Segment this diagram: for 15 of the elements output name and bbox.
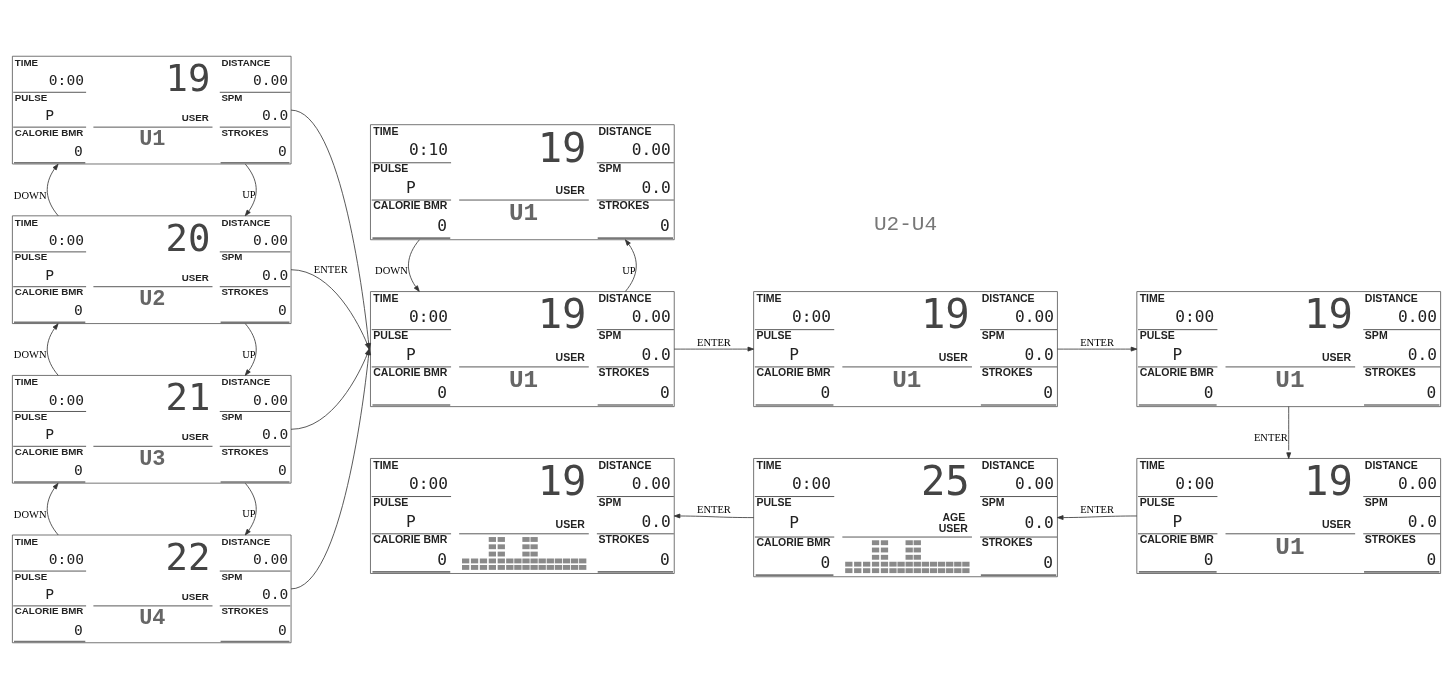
edge-label: UP (242, 188, 256, 200)
edge-label: UP (622, 264, 636, 276)
edge-label: ENTER (697, 503, 731, 515)
edge-label: ENTER (697, 336, 731, 348)
edge-label: UP (242, 507, 256, 519)
edge-label: ENTER (313, 263, 348, 275)
edge-label: ENTER (1080, 503, 1115, 515)
edge-label: ENTER (1253, 431, 1288, 443)
edge-label: DOWN (375, 264, 408, 276)
edge-label: UP (242, 348, 256, 360)
label: U2-U4 (873, 211, 938, 236)
edge-label: DOWN (13, 348, 47, 360)
edge-label: DOWN (13, 189, 47, 201)
edge-label: DOWN (13, 508, 47, 520)
edge-label: ENTER (1080, 336, 1115, 348)
